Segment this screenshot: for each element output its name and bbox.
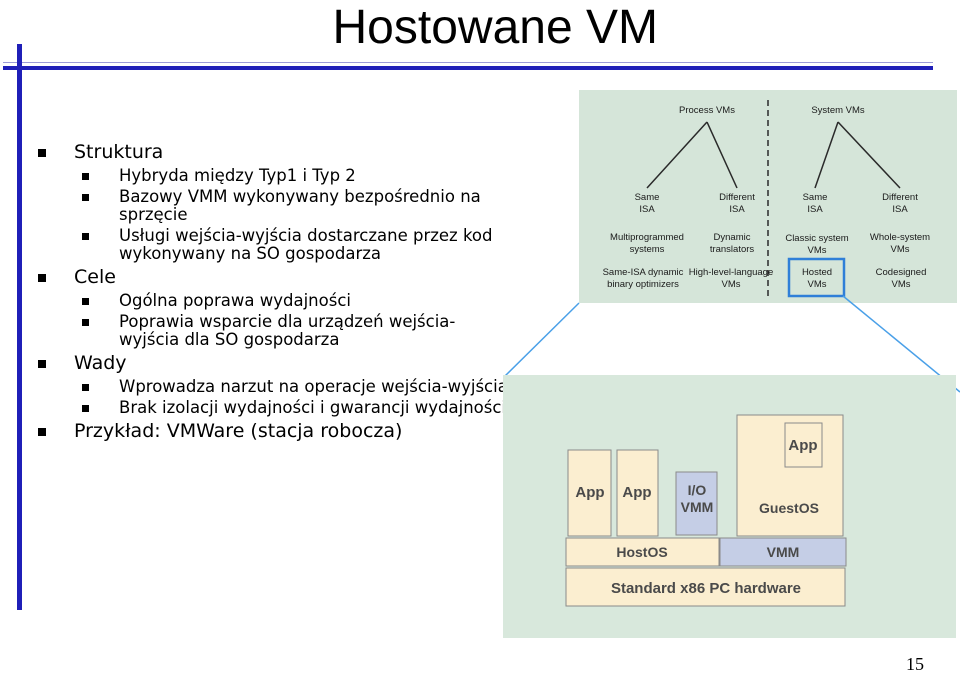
sub-bullet-item: Wprowadza narzut na operacje wejścia-wyj… (82, 378, 508, 396)
multiprogrammed-label: systems (630, 244, 665, 255)
host-os-label: HostOS (616, 544, 667, 560)
bullet-square-icon (38, 274, 46, 282)
classic-system-label: VMs (808, 245, 827, 256)
connector-line (504, 302, 580, 377)
sub-bullet-item: Hybryda między Typ1 i Typ 2 (82, 167, 508, 185)
app-label: App (622, 484, 651, 501)
bullet-item: Przykład: VMWare (stacja robocza) (38, 420, 508, 442)
bullet-square-icon (38, 428, 46, 436)
system-vms-label: System VMs (811, 105, 865, 116)
different-isa-label: ISA (892, 204, 908, 215)
sub-bullet-item: Brak izolacji wydajności i gwarancji wyd… (82, 399, 508, 417)
codesigned-label: Codesigned (876, 267, 927, 278)
io-vmm-box (675, 471, 718, 536)
classic-system-label: Classic system (785, 233, 848, 244)
app-box (616, 449, 659, 537)
hosted-highlight (787, 257, 846, 298)
vmm-label: VMM (681, 499, 714, 515)
app-label: App (575, 484, 604, 501)
process-vms-label: Process VMs (679, 105, 735, 116)
vmm-label: VMM (767, 544, 800, 560)
high-level-label: VMs (722, 279, 741, 290)
hosted-vms-label: Hosted (802, 267, 832, 278)
bullet-square-icon (82, 194, 89, 201)
hosted-vms-label: VMs (808, 279, 827, 290)
io-label: I/O (688, 482, 707, 498)
sub-bullet-item: Poprawia wsparcie dla urządzeń wejścia-w… (82, 313, 508, 349)
bullet-list: Struktura Hybryda między Typ1 i Typ 2 Ba… (38, 141, 508, 446)
dynamic-translators-label: translators (710, 244, 755, 255)
title-rule (3, 66, 933, 70)
stack-labels: App App I/O VMM App GuestOS HostOS VMM S… (575, 437, 819, 597)
bullet-square-icon (82, 384, 89, 391)
app-label: App (788, 437, 817, 454)
stack-boxes (565, 414, 847, 607)
dynamic-translators-label: Dynamic (714, 232, 751, 243)
app-box (784, 422, 823, 468)
host-os-box (565, 537, 720, 567)
page-number: 15 (906, 654, 924, 674)
sub-bullet-item: Usługi wejścia-wyjścia dostarczane przez… (82, 227, 508, 263)
guest-os-label: GuestOS (759, 500, 819, 516)
bullet-item: Wady (38, 352, 508, 374)
high-level-label: High-level-language (689, 267, 774, 278)
whole-system-label: Whole-system (870, 232, 930, 243)
codesigned-label: VMs (892, 279, 911, 290)
same-isa-label: Same (635, 192, 660, 203)
title-rule-thin (3, 62, 933, 63)
bullet-square-icon (82, 173, 89, 180)
left-rule (17, 44, 22, 610)
sub-bullet-item: Ogólna poprawa wydajności (82, 292, 508, 310)
app-box (567, 449, 612, 537)
sub-bullet-item: Bazowy VMM wykonywany bezpośrednio na sp… (82, 188, 508, 224)
bullet-item: Struktura (38, 141, 508, 163)
bullet-square-icon (38, 149, 46, 157)
hardware-label: Standard x86 PC hardware (611, 580, 801, 597)
same-isa-label: Same (803, 192, 828, 203)
same-isa-label: ISA (639, 204, 655, 215)
multiprogrammed-label: Multiprogrammed (610, 232, 684, 243)
bullet-square-icon (82, 319, 89, 326)
bullet-item: Cele (38, 266, 508, 288)
same-isa-dynamic-label: Same-ISA dynamic (603, 267, 684, 278)
bullet-square-icon (82, 298, 89, 305)
taxonomy-branches (646, 100, 901, 298)
vmm-box (719, 537, 847, 567)
taxonomy-labels: Process VMs System VMs Same ISA Differen… (603, 105, 931, 290)
different-isa-label: Different (719, 192, 755, 203)
hardware-box (565, 567, 846, 607)
same-isa-label: ISA (807, 204, 823, 215)
bullet-square-icon (82, 233, 89, 240)
slide-title: Hostowane VM (332, 1, 658, 54)
whole-system-label: VMs (891, 244, 910, 255)
different-isa-label: Different (882, 192, 918, 203)
same-isa-dynamic-label: binary optimizers (607, 279, 679, 290)
different-isa-label: ISA (729, 204, 745, 215)
bullet-square-icon (38, 360, 46, 368)
bullet-square-icon (82, 405, 89, 412)
